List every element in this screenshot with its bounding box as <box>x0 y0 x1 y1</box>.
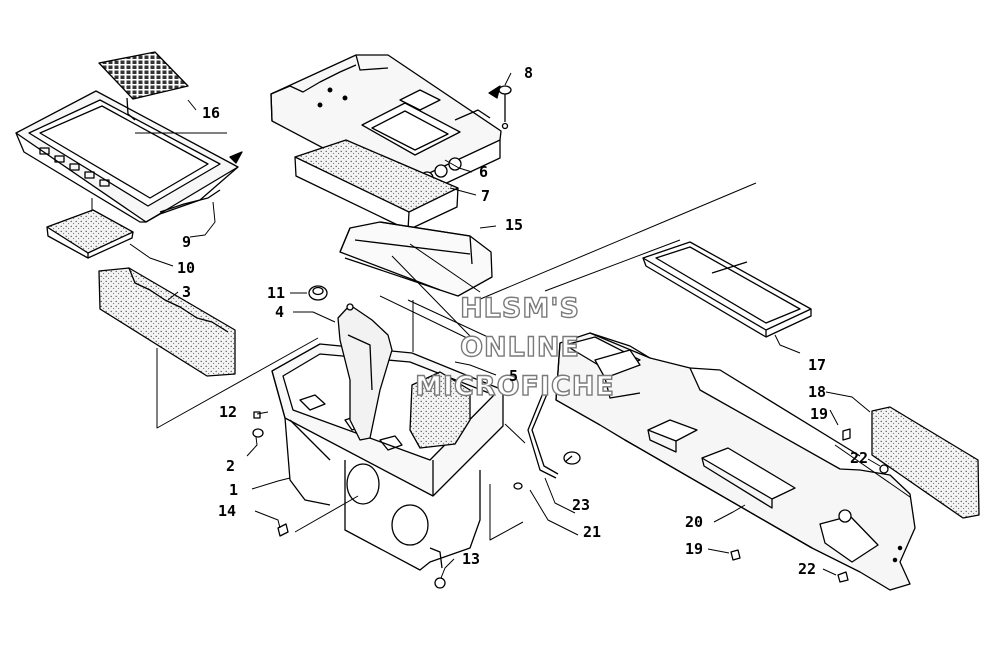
part-16-grille <box>98 51 189 100</box>
callout-12: 12 <box>219 403 238 421</box>
callout-21: 21 <box>583 523 602 541</box>
leader-lines <box>91 132 911 541</box>
callout-7: 7 <box>481 187 491 205</box>
part-3-foam <box>98 267 236 377</box>
part-7-foam <box>294 139 459 231</box>
part-5-foam <box>409 371 471 449</box>
callout-1: 1 <box>229 481 239 499</box>
callout-14: 14 <box>218 502 237 520</box>
callout-15: 15 <box>505 216 524 234</box>
callout-17: 17 <box>808 356 827 374</box>
callout-9: 9 <box>182 233 192 251</box>
callout-20: 20 <box>685 513 704 531</box>
part-15-cover <box>339 221 493 297</box>
callout-19-lower: 19 <box>685 540 704 558</box>
callout-11: 11 <box>267 284 286 302</box>
callout-4: 4 <box>275 303 285 321</box>
callout-8: 8 <box>524 64 534 82</box>
callout-19-upper: 19 <box>810 405 829 423</box>
part-21-latch-rod <box>527 392 581 479</box>
callout-22-lower: 22 <box>798 560 817 578</box>
callout-6: 6 <box>479 163 489 181</box>
callout-10: 10 <box>177 259 196 277</box>
watermark-line-2: ONLINE <box>459 332 580 363</box>
callout-5: 5 <box>509 367 519 385</box>
callout-leaders <box>129 72 881 579</box>
part-8-screw <box>498 85 512 130</box>
hardware-small-parts <box>252 411 889 589</box>
part-9-bezel <box>15 90 239 223</box>
callout-16: 16 <box>202 104 221 122</box>
callout-2: 2 <box>226 457 236 475</box>
orientation-arrows <box>229 85 501 164</box>
part-17-frame <box>642 241 812 338</box>
callout-13: 13 <box>462 550 481 568</box>
part-18-foam <box>871 406 980 519</box>
callout-18: 18 <box>808 383 827 401</box>
callout-3: 3 <box>182 283 192 301</box>
watermark-line-1: HLSM'S <box>459 293 580 324</box>
part-11-knob <box>308 285 328 301</box>
callout-23: 23 <box>572 496 591 514</box>
watermark-line-3: MICROFICHE <box>414 371 615 402</box>
callout-22-upper: 22 <box>850 449 869 467</box>
part-10-foam <box>46 209 134 259</box>
part-20-console <box>555 332 916 591</box>
part-4-bracket <box>337 303 393 441</box>
